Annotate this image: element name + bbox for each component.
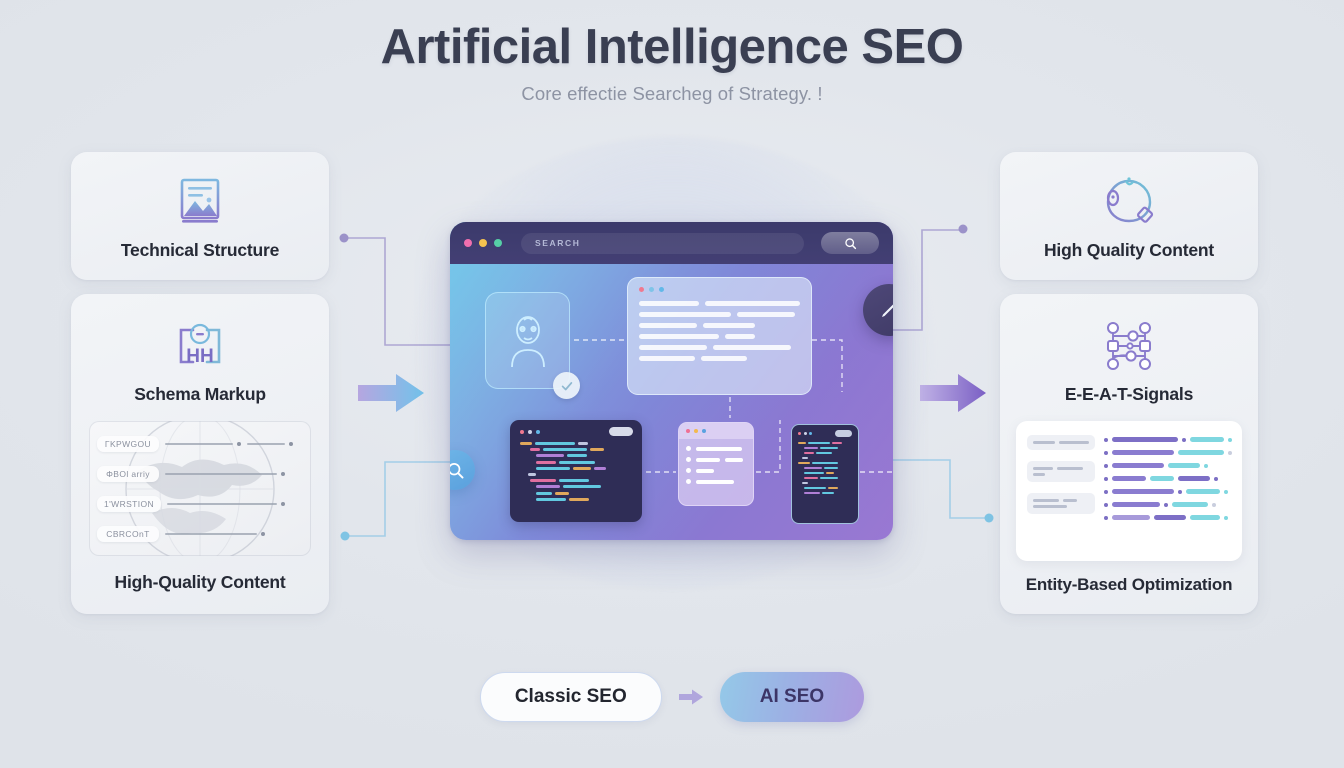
list-item [686, 468, 746, 473]
list-item [1104, 502, 1232, 507]
pencil-edit-icon [882, 304, 893, 317]
list-item [1104, 476, 1232, 481]
sidebar-item-eeat-signals[interactable]: E-E-A-T-Signals Entity-Based Optimi [1000, 294, 1258, 614]
map-dot [237, 441, 241, 446]
sidebar-item-high-quality-content[interactable]: High Quality Content [1000, 152, 1258, 280]
map-bar [247, 442, 285, 445]
list-item: ΓΚΡWGOU [97, 431, 303, 456]
map-label-rows: ΓΚΡWGOU ΦBOl arriy 1'WRSTION CBRCOnT [89, 421, 311, 556]
flow-arrow-right [920, 374, 986, 412]
code-chip [609, 427, 633, 436]
person-avatar-card [485, 292, 580, 399]
list-item [686, 446, 746, 451]
card-label-high-quality-content: High Quality Content [1043, 239, 1215, 260]
arrow-right-icon [678, 689, 703, 705]
search-icon [844, 237, 856, 249]
internal-dashed-links [574, 339, 893, 473]
ai-seo-pill[interactable]: AI SEO [719, 672, 865, 722]
node-network-icon [1099, 316, 1159, 376]
mobile-code-panel [791, 424, 859, 524]
traffic-light-maximize[interactable] [494, 239, 502, 247]
card-label-eeat-signals: E-E-A-T-Signals [1064, 384, 1194, 404]
panel-dots [679, 423, 753, 439]
page-title: Artificial Intelligence SEO [380, 20, 964, 74]
browser-toolbar: SEARCH [450, 222, 893, 264]
map-chip-label: ΦBOl arriy [97, 465, 159, 482]
sidebar-item-schema-markup[interactable]: HH Schema Markup ΓΚΡWGOU ΦBOl arriy [71, 294, 329, 614]
panel-dots [798, 430, 854, 437]
world-map-panel: ΓΚΡWGOU ΦBOl arriy 1'WRSTION CBRCOnT [89, 421, 311, 556]
search-input[interactable]: SEARCH [521, 232, 804, 254]
list-item [1104, 437, 1232, 442]
traffic-light-close[interactable] [464, 239, 472, 247]
list-item [1027, 461, 1095, 482]
list-item [1104, 463, 1232, 468]
map-bar [165, 472, 277, 475]
card-label-entity-based-optimization: Entity-Based Optimization [1025, 575, 1233, 594]
card-label-high-quality-content-left: High-Quality Content [114, 572, 286, 592]
list-item: 1'WRSTION [97, 491, 303, 516]
card-label-technical-structure: Technical Structure [120, 239, 280, 260]
search-icon [450, 462, 463, 478]
list-preview-panel [678, 422, 754, 506]
map-dot [281, 501, 286, 506]
panel-dots [520, 427, 636, 436]
browser-mockup: SEARCH [450, 222, 893, 540]
page-header: Artificial Intelligence SEO Core effecti… [0, 20, 1344, 105]
flow-arrow-left [358, 374, 424, 412]
check-icon [553, 372, 580, 399]
panel-dots [639, 287, 800, 292]
traffic-light-minimize[interactable] [479, 239, 487, 247]
entity-left-column [1027, 435, 1095, 547]
map-bar [167, 502, 278, 505]
map-bar [165, 532, 257, 535]
map-dot [289, 441, 293, 446]
card-label-schema-markup: Schema Markup [134, 384, 266, 404]
world-map-icon [125, 421, 275, 556]
page-subtitle: Core effectie Searcheg of Strategy. ! [521, 83, 823, 105]
badge-circle-icon [1100, 172, 1158, 232]
entity-bars-icon [1016, 421, 1242, 561]
list-item [686, 457, 746, 462]
list-item [1027, 435, 1095, 450]
list-item [1104, 489, 1232, 494]
sidebar-item-technical-structure[interactable]: Technical Structure [71, 152, 329, 280]
search-button[interactable] [821, 232, 879, 254]
footer-flow: Classic SEO AI SEO [0, 672, 1344, 722]
map-chip-label: ΓΚΡWGOU [97, 435, 159, 452]
schema-brackets-icon: HH [171, 316, 229, 376]
list-item [1027, 493, 1095, 514]
person-avatar-icon [510, 315, 545, 367]
svg-text:HH: HH [186, 346, 213, 367]
map-chip-label: 1'WRSTION [97, 495, 162, 512]
list-item: CBRCOnT [97, 521, 303, 546]
content-preview-panel [627, 277, 812, 395]
list-item [1104, 515, 1232, 520]
classic-seo-pill[interactable]: Classic SEO [479, 672, 662, 722]
map-dot [281, 471, 285, 476]
list-item [686, 479, 746, 484]
mobile-chip [835, 430, 852, 437]
map-bar [165, 442, 233, 445]
map-dot [261, 531, 265, 536]
list-item: ΦBOl arriy [97, 461, 303, 486]
document-image-icon [172, 172, 228, 232]
list-item [1104, 450, 1232, 455]
map-chip-label: CBRCOnT [97, 525, 159, 542]
entity-right-column [1104, 435, 1232, 547]
code-editor-panel [510, 420, 642, 522]
